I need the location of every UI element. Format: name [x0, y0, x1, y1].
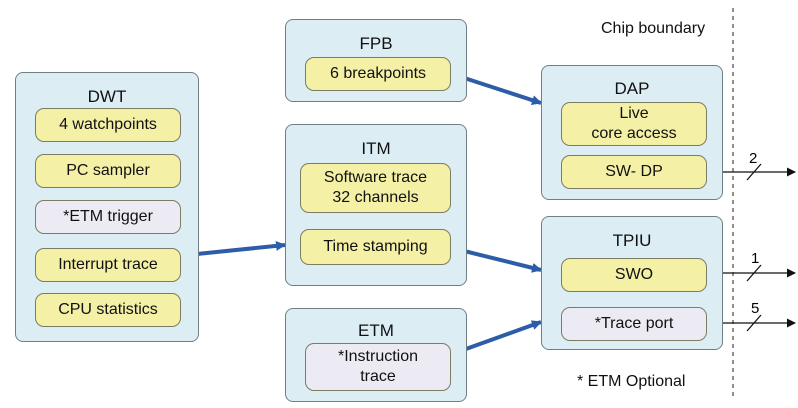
dwt-item-pc-sampler: PC sampler: [35, 154, 181, 188]
dwt-item-etm-trigger: *ETM trigger: [35, 200, 181, 234]
arrow-dwt-to-itm: [196, 240, 286, 256]
dwt-item-cpu-statistics: CPU statistics: [35, 293, 181, 327]
fpb-block: FPB 6 breakpoints: [285, 19, 467, 102]
itm-item-software-trace: Software trace 32 channels: [300, 163, 451, 213]
dap-item-live-core-access: Live core access: [561, 102, 707, 146]
swo-bus-width: 1: [751, 250, 759, 267]
etm-item-instruction-trace: *Instruction trace: [305, 343, 451, 391]
tpiu-item-swo: SWO: [561, 258, 707, 292]
itm-item-time-stamping: Time stamping: [300, 229, 451, 265]
trace-port-bus-width: 5: [751, 300, 759, 317]
swdp-bus-width: 2: [749, 150, 757, 167]
fpb-item-breakpoints: 6 breakpoints: [305, 57, 451, 91]
itm-block: ITM Software trace 32 channels Time stam…: [285, 124, 467, 286]
dwt-item-watchpoints: 4 watchpoints: [35, 108, 181, 142]
fpb-title: FPB: [359, 34, 393, 53]
dap-block: DAP Live core access SW- DP: [541, 65, 723, 200]
tpiu-title: TPIU: [612, 231, 652, 250]
itm-title: ITM: [361, 139, 391, 158]
etm-block: ETM *Instruction trace: [285, 308, 467, 402]
etm-optional-note: * ETM Optional: [577, 373, 686, 390]
chip-boundary-label: Chip boundary: [601, 20, 706, 37]
dwt-block: DWT 4 watchpoints PC sampler *ETM trigge…: [15, 72, 199, 342]
swdp-bus-slash: [746, 163, 762, 181]
dap-title: DAP: [614, 79, 650, 98]
tpiu-item-trace-port: *Trace port: [561, 307, 707, 341]
dap-item-sw-dp: SW- DP: [561, 155, 707, 189]
etm-title: ETM: [358, 321, 394, 340]
dwt-title: DWT: [87, 87, 127, 106]
swo-bus-slash: [746, 264, 762, 282]
trace-port-bus-slash: [746, 314, 762, 332]
tpiu-block: TPIU SWO *Trace port: [541, 216, 723, 350]
dwt-item-interrupt-trace: Interrupt trace: [35, 248, 181, 282]
